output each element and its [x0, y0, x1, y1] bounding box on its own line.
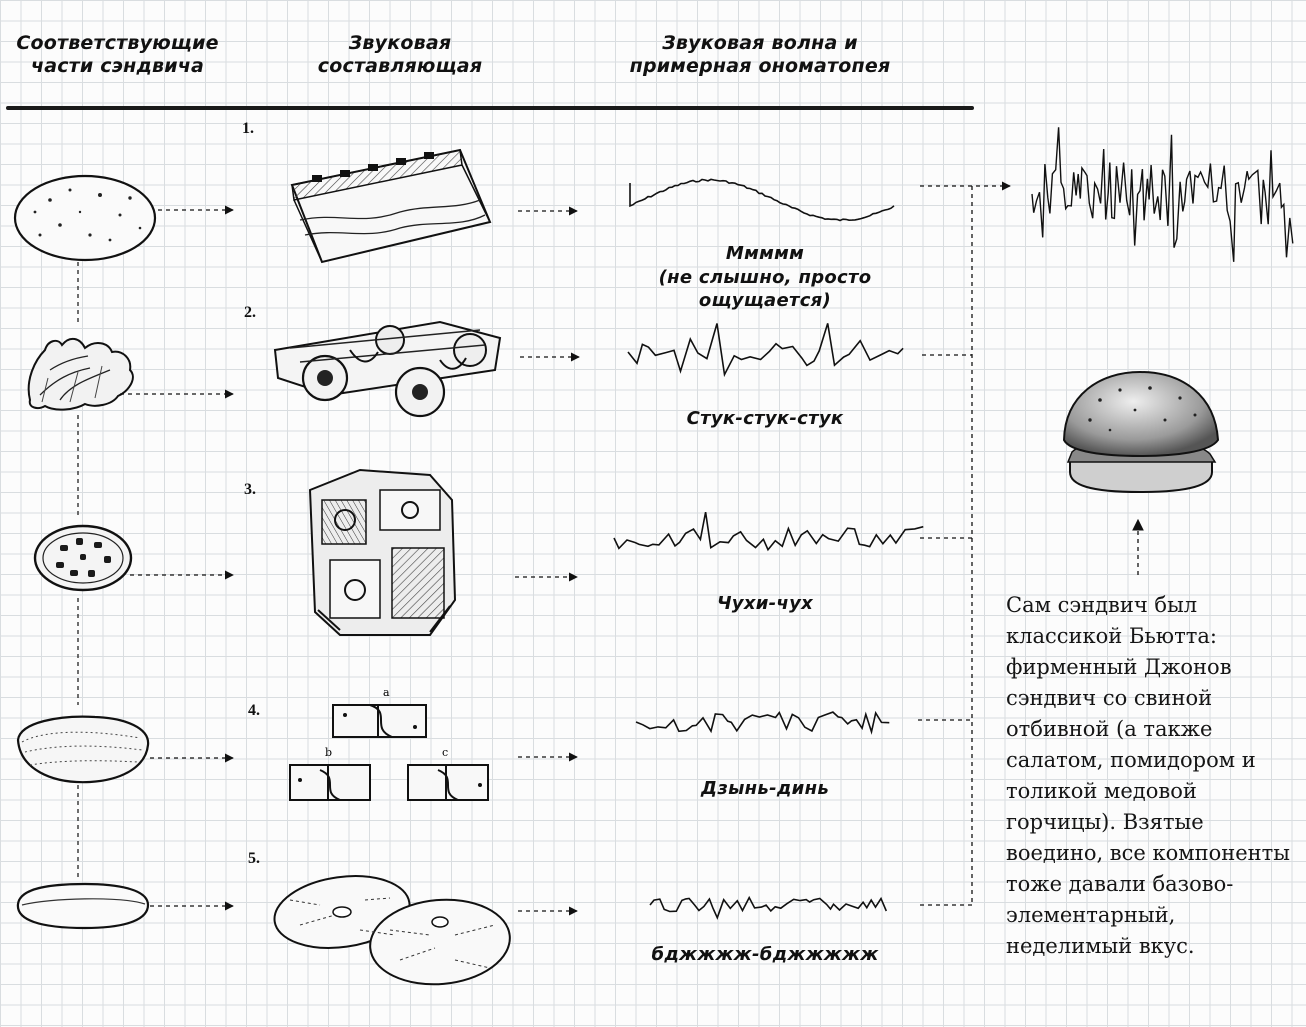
- hinges-icon: [289, 704, 489, 801]
- rail-box-icon: [290, 148, 492, 264]
- pork-chop-icon: [16, 715, 150, 784]
- hinge-label-b: b: [325, 746, 332, 759]
- sound-wave-1: [629, 178, 895, 222]
- header-sound-wave: Звуковая волна и примерная ономатопея: [629, 32, 891, 77]
- header-divider: [6, 106, 974, 110]
- sound-wave-3: [613, 511, 924, 552]
- lettuce-icon: [27, 337, 134, 411]
- tomato-slice-icon: [33, 524, 133, 592]
- burger-icon: [1062, 370, 1220, 494]
- sandwich-description: Сам сэндвич был классикой Бьютта: фирмен…: [1006, 593, 1290, 958]
- row-number-3: 3.: [244, 481, 256, 498]
- onomatopoeia-1: Ммммм: [725, 243, 805, 264]
- train-bogie-icon: [273, 320, 502, 418]
- bun-bottom-icon: [16, 882, 150, 930]
- hinge-label-c: c: [442, 746, 448, 759]
- header-sound-component: Звуковая составляющая: [317, 32, 483, 77]
- engine-icon: [308, 468, 457, 636]
- onomatopoeia-3: Чухи-чух: [716, 593, 814, 614]
- cymbals-icon: [273, 875, 511, 986]
- header-sandwich-parts: Соответствующие части сэндвича: [16, 32, 219, 77]
- onomatopoeia-1-note: (не слышно, просто ощущается): [658, 267, 872, 311]
- row-number-4: 4.: [248, 702, 260, 719]
- sound-wave-5: [649, 895, 888, 920]
- row-number-2: 2.: [244, 304, 256, 321]
- row-number-5: 5.: [248, 850, 260, 867]
- row-number-1: 1.: [242, 120, 254, 137]
- hinge-label-a: a: [383, 686, 390, 699]
- onomatopoeia-5: бджжжж-бджжжжж: [651, 944, 879, 965]
- sound-wave-4: [635, 710, 890, 735]
- onomatopoeia-4: Дзынь-динь: [700, 778, 830, 799]
- combined-sound-wave: [1031, 127, 1294, 262]
- sound-wave-2: [627, 323, 904, 378]
- bun-top-icon: [13, 174, 157, 262]
- onomatopoeia-2: Стук-стук-стук: [686, 408, 844, 429]
